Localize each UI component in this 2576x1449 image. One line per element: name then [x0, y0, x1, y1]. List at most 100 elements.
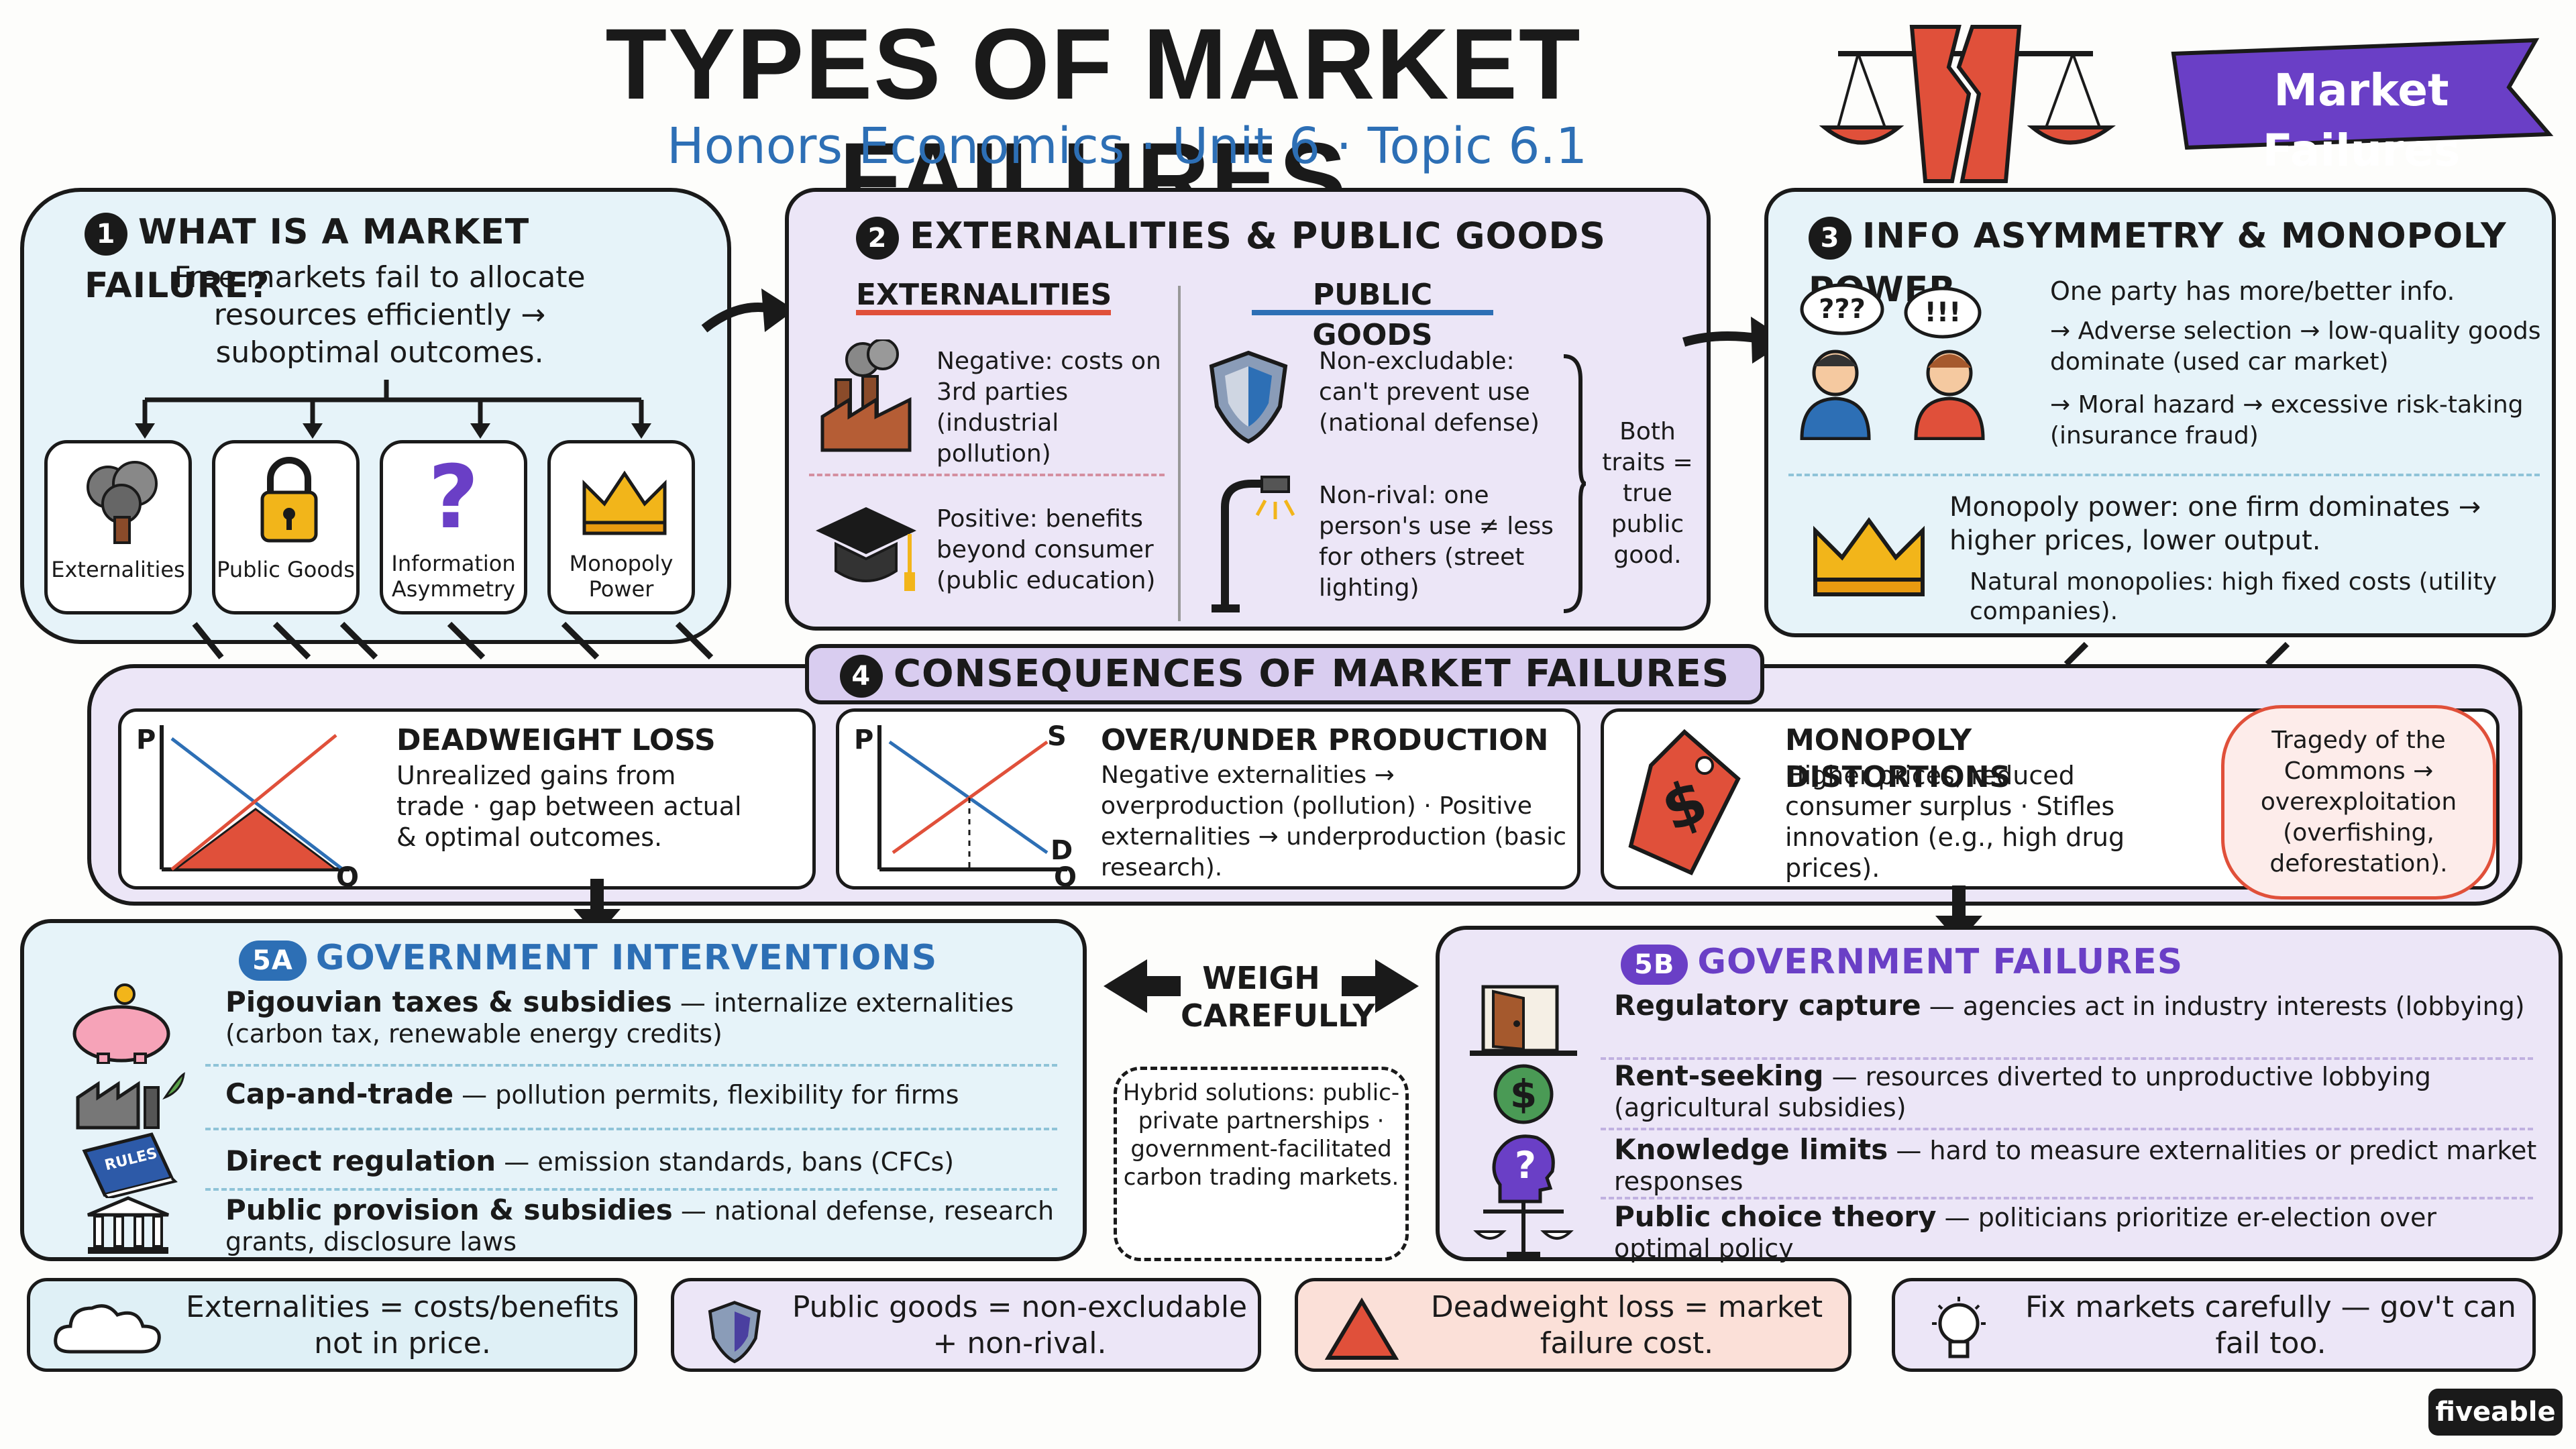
broken-scale-icon: [1811, 13, 2120, 188]
sd-label-s: S: [1047, 721, 1067, 752]
production-heading: OVER/UNDER PRODUCTION: [1101, 723, 1549, 757]
banner-label: Market Failures: [2262, 64, 2461, 176]
monopoly-power: Monopoly power: one firm dominates → hig…: [1949, 492, 2481, 556]
type-card-externalities: Externalities: [44, 440, 192, 614]
arrow-to-section2: [698, 282, 798, 349]
graduation-cap-icon: [809, 497, 923, 598]
footer-card-public-goods: Public goods = non-excludable + non-riva…: [671, 1278, 1261, 1372]
monopoly-distortions-body: Higher prices, reduced consumer surplus …: [1785, 761, 2125, 883]
intervention-pigouvian: Pigouvian taxes & subsidies — internaliz…: [225, 985, 1014, 1049]
rules-book-icon: RULES: [78, 1131, 178, 1198]
weigh-arrows: [1100, 953, 1422, 1033]
type-card-public-goods: Public Goods: [212, 440, 360, 614]
warning-triangle-icon: [1325, 1296, 1399, 1363]
footer-card-deadweight: Deadweight loss = market failure cost.: [1295, 1278, 1851, 1372]
sd-axis-p: P: [854, 724, 873, 755]
failure-public-choice: Public choice theory — politicians prior…: [1614, 1200, 2437, 1264]
question-mark-icon: ?: [428, 446, 479, 548]
failure-knowledge-limits: Knowledge limits — hard to measure exter…: [1614, 1133, 2537, 1197]
government-building-icon: [85, 1195, 172, 1255]
shield-icon: [1205, 346, 1292, 447]
dwl-supply-curve: [170, 734, 337, 871]
lightbulb-icon: [1922, 1293, 1996, 1367]
factory-icon: [816, 339, 916, 453]
speech-bubble-exclaim: !!!: [1924, 297, 1962, 328]
divider-5b-1: [1601, 1057, 2533, 1060]
dwl-demand-curve: [170, 737, 344, 871]
brand-logo: fiveable: [2428, 1389, 2563, 1436]
type-card-monopoly-power: Monopoly Power: [547, 440, 695, 614]
footer-externalities-text: Externalities = costs/benefits not in pr…: [186, 1290, 619, 1360]
type-card-information-asymmetry: ? Information Asymmetry: [380, 440, 527, 614]
justice-scale-icon: [1473, 1198, 1574, 1258]
divider-5a-3: [205, 1188, 1057, 1191]
two-people-icon: [1788, 279, 2023, 440]
footer-fix-markets-text: Fix markets carefully — gov't can fail t…: [2025, 1290, 2516, 1360]
failure-regulatory-capture: Regulatory capture — agencies act in ind…: [1614, 989, 2525, 1022]
natural-monopolies: Natural monopolies: high fixed costs (ut…: [1970, 568, 2498, 625]
externality-positive: Positive: benefits beyond consumer (publ…: [936, 505, 1156, 594]
connector-strokes: [0, 617, 2576, 684]
footer-shield-icon: [701, 1298, 768, 1365]
hybrid-solutions-box: [1114, 1067, 1409, 1261]
page-subtitle: Honors Economics · Unit 6 · Topic 6.1: [666, 117, 1588, 175]
section3-divider: [1788, 474, 2540, 476]
true-public-good-note: Both traits = true public good.: [1602, 418, 1693, 569]
branch-connector: [105, 380, 668, 440]
monopoly-card: $ MONOPOLY DISTORTIONS Higher prices, re…: [1601, 705, 2500, 900]
hybrid-solutions-text: Hybrid solutions: public-private partner…: [1122, 1079, 1400, 1191]
failure-rent-seeking: Rent-seeking — resources diverted to unp…: [1614, 1059, 2431, 1123]
divider-5a-2: [205, 1128, 1057, 1130]
public-good-non-rival: Non-rival: one person's use ≠ less for o…: [1319, 482, 1554, 602]
production-body: Negative externalities → overproduction …: [1101, 761, 1566, 881]
dwl-body: Unrealized gains from trade · gap betwee…: [396, 761, 742, 852]
public-good-non-excludable: Non-excludable: can't prevent use (natio…: [1319, 347, 1540, 437]
divider-5b-2: [1601, 1128, 2533, 1130]
footer-deadweight-text: Deadweight loss = market failure cost.: [1430, 1290, 1823, 1360]
dashed-divider-ext: [809, 474, 1165, 476]
column-divider: [1178, 286, 1181, 621]
intervention-direct-regulation: Direct regulation — emission standards, …: [225, 1144, 955, 1177]
svg-text:$: $: [1510, 1071, 1537, 1117]
piggy-bank-icon: [64, 983, 178, 1064]
page-title: TYPES OF MARKET FAILURES: [605, 7, 1582, 234]
brace: [1560, 353, 1587, 614]
footer-card-externalities: Externalities = costs/benefits not in pr…: [27, 1278, 637, 1372]
section1-number: 1: [85, 213, 127, 256]
smog-cloud-icon: [74, 457, 168, 544]
footer-card-fix-markets: Fix markets carefully — gov't can fail t…: [1892, 1278, 2536, 1372]
sd-label-d: D: [1051, 835, 1073, 866]
dwl-heading: DEADWEIGHT LOSS: [396, 723, 716, 757]
moral-hazard: → Moral hazard → excessive risk-taking (…: [2050, 391, 2524, 449]
monopoly-distortions-heading: MONOPOLY DISTORTIONS: [1785, 723, 2011, 794]
tragedy-of-commons: Tragedy of the Commons → overexploitatio…: [2260, 727, 2457, 877]
divider-5a-1: [205, 1064, 1057, 1067]
sd-axis-q: Q: [1054, 862, 1077, 886]
externality-negative: Negative: costs on 3rd parties (industri…: [936, 347, 1161, 468]
dwl-axis-p: P: [136, 724, 156, 755]
topic-banner: Market Failures: [2160, 34, 2563, 176]
intervention-cap-and-trade: Cap-and-trade — pollution permits, flexi…: [225, 1077, 959, 1110]
head-question-icon: ?: [1487, 1131, 1560, 1205]
street-lamp-icon: [1198, 467, 1299, 614]
svg-text:?: ?: [1515, 1144, 1536, 1187]
crown-icon: [578, 464, 672, 537]
weigh-carefully-label: WEIGH CAREFULLY: [1181, 960, 1375, 1034]
price-tag-icon: $: [1617, 725, 1752, 879]
tragedy-cloud: [2221, 705, 2496, 900]
divider-5b-3: [1601, 1197, 2533, 1199]
intervention-public-provision: Public provision & subsidies — national …: [225, 1193, 1055, 1257]
open-door-icon: [1466, 983, 1580, 1057]
cloud-icon: [50, 1298, 164, 1358]
